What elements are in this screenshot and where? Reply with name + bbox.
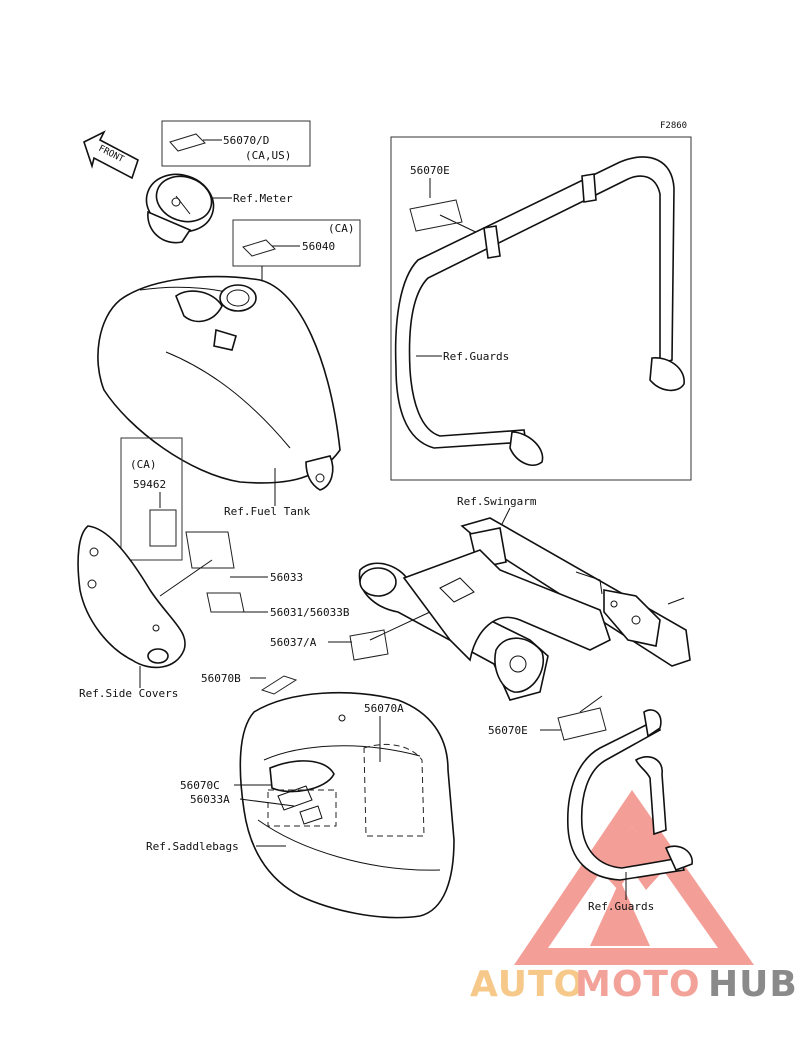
label-ref-saddlebags: Ref.Saddlebags bbox=[146, 840, 239, 853]
decal-56040 bbox=[242, 239, 276, 257]
decal-56070d bbox=[169, 133, 206, 152]
label-56070e-bottom: 56070E bbox=[488, 724, 528, 737]
figure-code: F2860 bbox=[660, 121, 687, 131]
watermark-hub: HUB bbox=[708, 964, 798, 1005]
tank-decal-box bbox=[232, 219, 361, 267]
label-56070d: 56070/D bbox=[223, 134, 269, 147]
guards-bottom-icon bbox=[567, 709, 693, 881]
label-ref-side-covers: Ref.Side Covers bbox=[79, 687, 178, 700]
label-56033: 56033 bbox=[270, 571, 303, 584]
decal-56033 bbox=[185, 531, 235, 569]
label-56070c: 56070C bbox=[180, 779, 220, 792]
meter-decal-box bbox=[161, 120, 311, 167]
label-ca-side: (CA) bbox=[130, 458, 157, 471]
label-56033a: 56033A bbox=[190, 793, 230, 806]
watermark-moto: MOTO bbox=[575, 964, 701, 1005]
label-ref-guards-top: Ref.Guards bbox=[443, 350, 509, 363]
label-ca-tank: (CA) bbox=[328, 222, 355, 235]
side-cover-decal-box bbox=[120, 437, 183, 561]
label-59462: 59462 bbox=[133, 478, 166, 491]
swingarm-icon bbox=[358, 517, 691, 701]
decal-56070b bbox=[260, 675, 298, 695]
label-ref-meter: Ref.Meter bbox=[233, 192, 293, 205]
label-56031: 56031/56033B bbox=[270, 606, 350, 619]
label-ref-guards-bottom: Ref.Guards bbox=[588, 900, 654, 913]
decal-56070e-top bbox=[409, 199, 463, 232]
meter-icon bbox=[145, 173, 215, 244]
side-cover-icon bbox=[77, 525, 186, 669]
decal-56037 bbox=[349, 629, 389, 661]
guards-top-icon bbox=[394, 156, 685, 466]
saddlebag-icon bbox=[239, 691, 455, 919]
watermark-text: AUTO MOTO HUB bbox=[470, 964, 798, 1005]
label-56037: 56037/A bbox=[270, 636, 317, 649]
watermark-auto: AUTO bbox=[470, 964, 585, 1005]
decal-56031 bbox=[206, 592, 245, 613]
decal-59462 bbox=[149, 509, 177, 547]
decal-56070e-bottom bbox=[557, 707, 607, 741]
label-ref-swingarm: Ref.Swingarm bbox=[457, 495, 537, 508]
front-arrow-icon: FRONT bbox=[83, 130, 139, 180]
label-ca-us: (CA,US) bbox=[245, 149, 291, 162]
label-56070b: 56070B bbox=[201, 672, 241, 685]
label-56040: 56040 bbox=[302, 240, 335, 253]
label-ref-fuel-tank: Ref.Fuel Tank bbox=[224, 505, 310, 518]
label-56070e-top: 56070E bbox=[410, 164, 450, 177]
fuel-tank-icon bbox=[97, 275, 341, 491]
label-56070a: 56070A bbox=[364, 702, 404, 715]
guards-top-box bbox=[390, 136, 692, 481]
